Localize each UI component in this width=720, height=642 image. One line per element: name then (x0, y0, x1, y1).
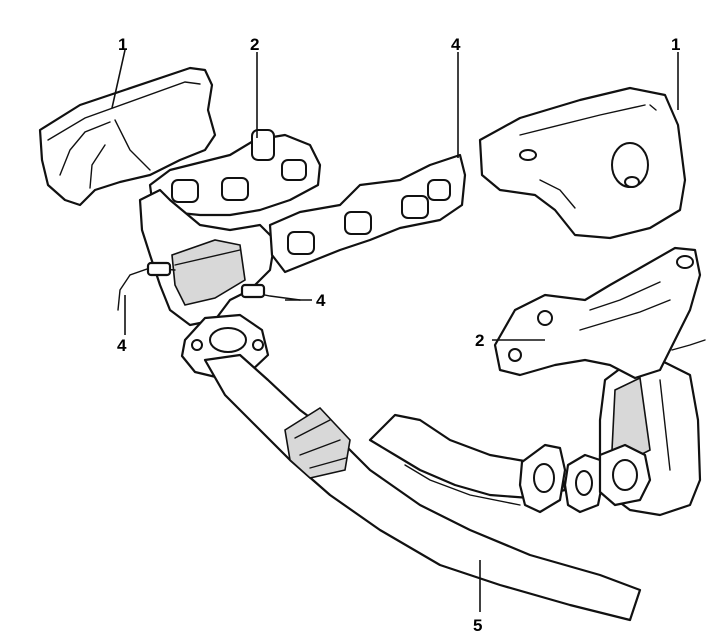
rear-catalytic-converter (598, 358, 702, 517)
front-manifold-gasket (148, 129, 322, 217)
rear-exhaust-manifold (493, 246, 706, 380)
rear-flange-gaskets (518, 443, 604, 514)
left-heat-shield (38, 66, 217, 207)
callout-1-right-heat-shield: 1 (671, 35, 680, 54)
oxygen-sensor-right (240, 283, 301, 301)
front-exhaust-pipe (203, 353, 642, 622)
callout-1-left-heat-shield: 1 (118, 35, 127, 54)
manifold-gasket-strip (268, 153, 467, 274)
callout-2-rear-manifold: 2 (475, 331, 484, 350)
callout-2-front-gasket: 2 (250, 35, 259, 54)
callout-4-left-sensor: 4 (117, 336, 127, 355)
oxygen-sensor-left (117, 261, 176, 311)
right-heat-shield (478, 86, 687, 240)
callout-5-front-pipe: 5 (473, 616, 482, 635)
leader-lines (111, 49, 679, 612)
callout-4-gasket-strip: 4 (451, 35, 461, 54)
callout-4-right-sensor: 4 (316, 291, 326, 310)
